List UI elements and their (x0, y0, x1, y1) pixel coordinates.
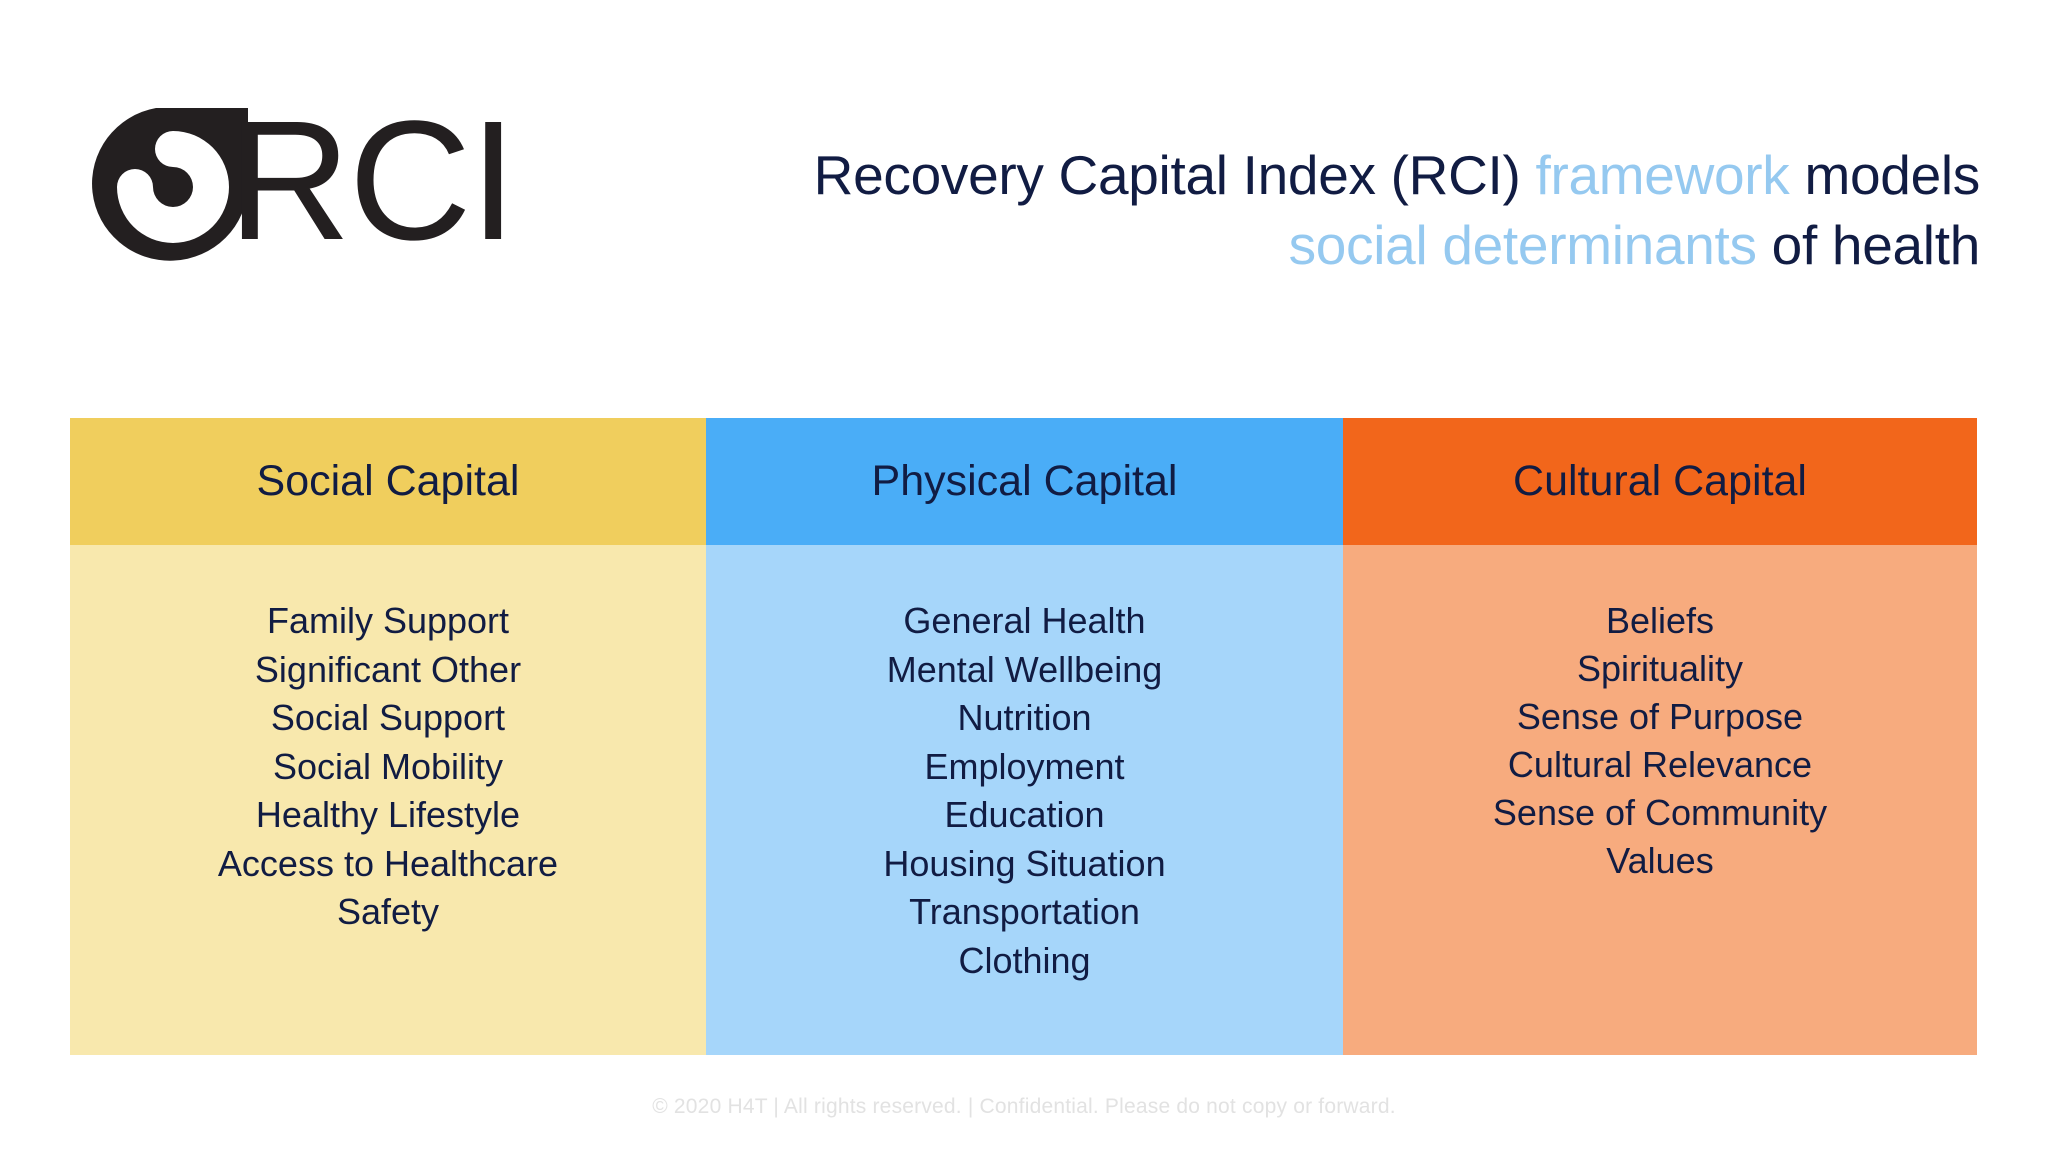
list-item: Access to Healthcare (217, 842, 559, 884)
list-item: General Health (903, 600, 1146, 641)
headline-line1-part1: Recovery Capital Index (RCI) (813, 144, 1536, 206)
list-item: Education (944, 794, 1105, 835)
list-item: Significant Other (254, 648, 522, 690)
headline-line2-part2: of health (1756, 214, 1981, 276)
copyright-footer: © 2020 H4T | All rights reserved. | Conf… (652, 1095, 1396, 1118)
list-item: Employment (924, 745, 1125, 787)
column-header-social-capital: Social Capital (70, 418, 706, 545)
list-item: Social Mobility (272, 745, 504, 787)
list-item: Safety (336, 891, 440, 932)
headline-line-2: social determinants of health (680, 210, 1981, 280)
column-body-cultural-capital: Beliefs Spirituality Sense of Purpose Cu… (1343, 545, 1977, 1055)
column-physical-capital: Physical Capital General Health Mental W… (706, 418, 1343, 1055)
list-item: Mental Wellbeing (886, 648, 1163, 690)
headline-line1-part2: models (1789, 144, 1980, 206)
column-body-social-capital: Family Support Significant Other Social … (70, 545, 706, 1055)
rci-spiral-circle-logo (78, 108, 248, 263)
list-item: Beliefs (1605, 600, 1715, 641)
column-header-cultural-capital: Cultural Capital (1343, 418, 1977, 545)
list-item: Housing Situation (883, 842, 1166, 884)
list-item: Spirituality (1576, 648, 1744, 689)
column-body-physical-capital: General Health Mental Wellbeing Nutritio… (706, 545, 1343, 1055)
list-item: Social Support (270, 697, 506, 738)
list-item: Transportation (909, 891, 1140, 932)
list-item: Sense of Purpose (1516, 696, 1804, 737)
list-item: Clothing (958, 939, 1091, 981)
list-item: Nutrition (957, 697, 1092, 738)
list-item: Sense of Community (1492, 792, 1828, 833)
page-title: Recovery Capital Index (RCI) framework m… (680, 140, 1981, 280)
headline-accent-framework: framework (1535, 144, 1790, 206)
list-item: Family Support (266, 600, 510, 641)
headline-accent-social-determinants: social determinants (1288, 214, 1757, 276)
list-item: Healthy Lifestyle (255, 794, 521, 835)
column-cultural-capital: Cultural Capital Beliefs Spirituality Se… (1343, 418, 1977, 1055)
column-header-physical-capital: Physical Capital (706, 418, 1343, 545)
brand-wordmark: RCI (228, 86, 517, 276)
headline-line-1: Recovery Capital Index (RCI) framework m… (680, 140, 1981, 210)
list-item: Cultural Relevance (1507, 744, 1813, 785)
slide-header: RCI Recovery Capital Index (RCI) framewo… (0, 0, 2048, 400)
list-item: Values (1606, 840, 1714, 881)
capital-table: Social Capital Family Support Significan… (70, 418, 1977, 1055)
column-social-capital: Social Capital Family Support Significan… (70, 418, 706, 1055)
